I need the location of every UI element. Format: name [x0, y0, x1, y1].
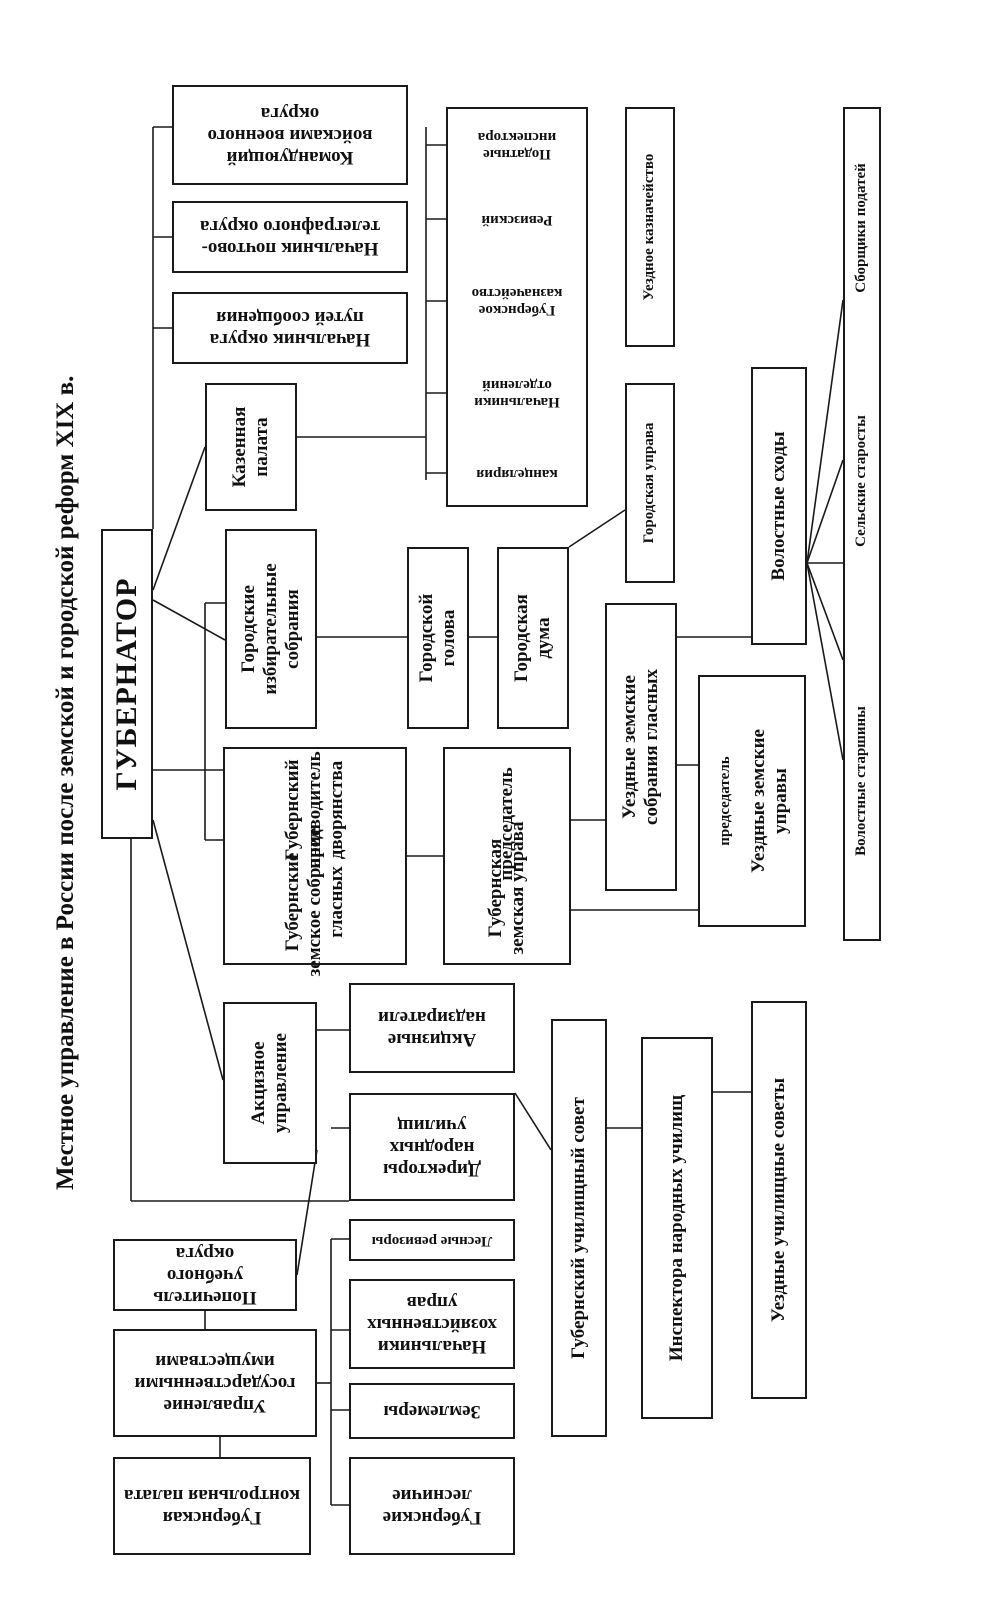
village-elders-label: Сельские старосты	[853, 415, 870, 547]
city-duma-label: Городская дума	[511, 594, 554, 682]
prov-zemstvo-assembly-label: Губернские земское собрание гласных	[282, 827, 347, 977]
foresters-box	[349, 1457, 515, 1555]
uezd-assemblies-box	[605, 603, 677, 891]
post-box	[172, 201, 408, 273]
peasant-officials-box	[843, 107, 881, 941]
prov-school-council-label: Губернский училищный совет	[568, 1097, 590, 1359]
treasury-chamber-box	[205, 383, 297, 511]
marshal-assembly-box	[223, 747, 407, 965]
edu-trustee-box	[113, 1239, 297, 1311]
city-duma-box	[497, 547, 569, 729]
edu-trustee-label: Попечитель учебного округа	[153, 1243, 257, 1308]
connector-line	[152, 819, 224, 1081]
prov-treasury-label: Губернское казначейство	[471, 285, 563, 319]
connector-line	[568, 509, 626, 548]
surveyors-label: Землемеры	[383, 1400, 481, 1422]
city-electoral-box	[225, 529, 317, 729]
control-chamber-box	[113, 1457, 311, 1555]
uezd-boards-label: Уездные земские управы	[748, 729, 791, 873]
volost-elders-label: Волостные старшины	[853, 706, 870, 856]
connector-line	[806, 562, 844, 661]
school-directors-box	[349, 1093, 515, 1201]
city-uprava-box	[625, 383, 675, 583]
connector-line	[806, 299, 844, 564]
governor-box	[101, 529, 153, 839]
forest-auditors-box	[349, 1219, 515, 1261]
foresters-label: Губернские лесничие	[382, 1485, 482, 1528]
treasury-column-box	[446, 107, 588, 507]
excise-admin-box	[223, 1002, 317, 1164]
prov-zemstvo-board-box	[443, 747, 571, 965]
connector-line	[806, 459, 844, 564]
governor-label: ГУБЕРНАТОР	[109, 577, 143, 791]
volost-gatherings-label: Волостные сходы	[768, 431, 790, 581]
school-directors-label: Директоры народных училищ	[383, 1115, 481, 1180]
city-head-box	[407, 547, 469, 729]
surveyors-box	[349, 1383, 515, 1439]
state-property-box	[113, 1329, 317, 1437]
city-uprava-label: Городская управа	[641, 422, 658, 544]
forest-auditors-label: Лесные ревизоры	[371, 1232, 493, 1249]
connector-line	[296, 1149, 318, 1276]
connector-line	[152, 599, 226, 641]
state-property-label: Управление государственными имуществами	[134, 1351, 296, 1416]
military-label: Командующий войсками военного округа	[207, 103, 373, 168]
uezd-school-councils-label: Уездные училищные советы	[768, 1077, 790, 1323]
treasury-chamber-label: Казенная палата	[229, 406, 272, 488]
uezd-treasury-label: Уездное казначейство	[641, 153, 658, 301]
uezd-assemblies-label: Уездные земские собрания гласных	[619, 669, 662, 825]
tax-collectors-label: Сборщики податей	[853, 163, 870, 293]
excise-admin-label: Акцизное управление	[248, 1033, 291, 1133]
school-inspectors-label: Инспектора народных училищ	[666, 1094, 688, 1362]
post-label: Начальник почтово- телеграфного округа	[200, 216, 380, 259]
tax-inspectors-label: Податные инспектора	[477, 129, 557, 163]
prov-school-council-box	[551, 1019, 607, 1437]
connector-line	[806, 562, 844, 761]
roads-box	[172, 292, 408, 364]
city-electoral-label: Городские избирательные собрания	[238, 563, 303, 695]
uezd-boards-box	[698, 675, 806, 927]
roads-label: Начальник округа путей сообщения	[209, 307, 371, 350]
uezd-treasury-box	[625, 107, 675, 347]
farm-heads-label: Начальники хозяйственных управ	[367, 1292, 497, 1357]
excise-supervision-label: Акцизные надзиратели	[378, 1007, 486, 1050]
prov-zemstvo-board-label: Губернская земская управа	[485, 821, 528, 955]
control-chamber-label: Губернская контрольная палата	[123, 1485, 301, 1528]
auditor-label: Ревизский	[481, 211, 553, 228]
diagram-title: Местное управление в России после земско…	[52, 375, 79, 1190]
city-head-label: Городской голова	[416, 593, 459, 683]
connector-line	[152, 446, 206, 591]
school-inspectors-box	[641, 1037, 713, 1419]
uezd-school-councils-box	[751, 1001, 807, 1399]
connector-line	[514, 1092, 552, 1151]
farm-heads-box	[349, 1279, 515, 1369]
military-box	[172, 85, 408, 185]
excise-supervision-box	[349, 983, 515, 1073]
dept-heads-label: Начальники отделений	[474, 377, 560, 411]
volost-gatherings-box	[751, 367, 807, 645]
chancellery-label: канцелярия	[476, 465, 558, 482]
